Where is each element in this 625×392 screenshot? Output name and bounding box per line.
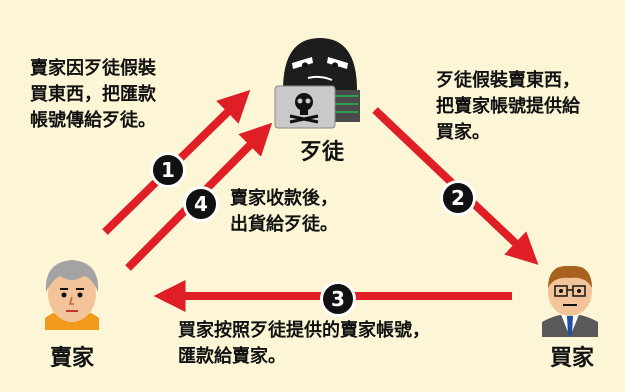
- role-label-fraudster: 歹徒: [300, 140, 345, 165]
- role-label-buyer: 買家: [550, 346, 595, 371]
- role-label-seller: 賣家: [50, 346, 95, 371]
- step-text-4: 賣家收款後， 出貨給歹徒。: [230, 188, 338, 235]
- step-badge-3: 3: [320, 281, 356, 317]
- step-badge-2: 2: [440, 180, 476, 216]
- step-badge-1: 1: [150, 152, 186, 188]
- step-text-2: 歹徒假裝賣東西， 把賣家帳號提供給 買家。: [436, 70, 580, 143]
- step-text-3: 買家按照歹徒提供的賣家帳號， 匯款給賣家。: [178, 320, 430, 367]
- seller-avatar-icon: [45, 260, 99, 330]
- masked-fraudster-icon: [283, 38, 357, 90]
- buyer-avatar-icon: [542, 265, 598, 337]
- laptop-skull-icon: [274, 85, 360, 129]
- step-badge-4: 4: [183, 186, 219, 222]
- step-text-1: 賣家因歹徒假裝 買東西，把匯款 帳號傳給歹徒。: [30, 58, 156, 131]
